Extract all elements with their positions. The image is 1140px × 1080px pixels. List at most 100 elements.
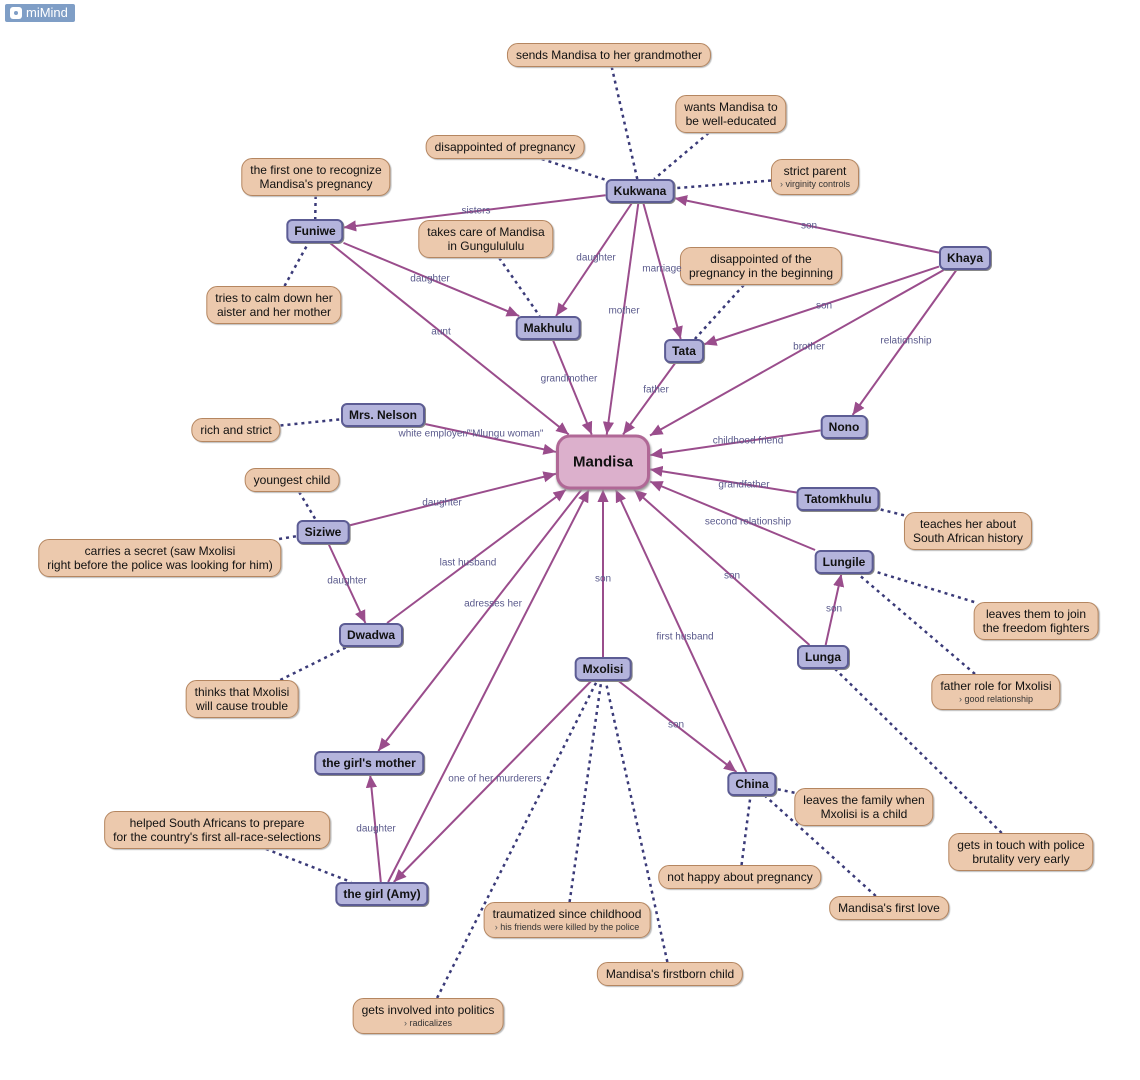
- node-label: father role for Mxolisi: [940, 679, 1052, 693]
- central-topic-node[interactable]: Mandisa: [555, 434, 651, 490]
- edge-label: daughter: [327, 575, 367, 587]
- relation-edge: [343, 241, 520, 317]
- node-sublabel: virginity controls: [780, 178, 850, 190]
- note-node[interactable]: disappointed of pregnancy: [425, 135, 585, 159]
- node-label: South African history: [912, 531, 1024, 545]
- person-node-tatomkhulu[interactable]: Tatomkhulu: [796, 487, 880, 511]
- node-label: disappointed of pregnancy: [434, 140, 576, 154]
- node-sublabel: good relationship: [940, 693, 1051, 705]
- node-label: the freedom fighters: [982, 621, 1090, 635]
- edge-label: aunt: [431, 326, 451, 338]
- relation-edge: [555, 202, 633, 317]
- edge-label: relationship: [880, 335, 932, 347]
- edge-label: son: [800, 220, 818, 232]
- note-edge: [283, 242, 310, 287]
- note-node[interactable]: strict parentvirginity controls: [770, 159, 860, 195]
- app-name: miMind: [26, 5, 68, 20]
- edge-label: second relationship: [704, 516, 792, 528]
- note-node[interactable]: Mandisa's first love: [829, 896, 949, 920]
- node-label: carries a secret (saw Mxolisi: [84, 544, 236, 558]
- node-label: be well-educated: [685, 114, 777, 128]
- person-node-dwadwa[interactable]: Dwadwa: [338, 623, 404, 647]
- relation-edge: [649, 269, 945, 437]
- node-sublabel: his friends were killed by the police: [493, 921, 642, 933]
- relation-edge: [851, 269, 958, 416]
- person-node-lungile[interactable]: Lungile: [814, 550, 874, 574]
- note-node[interactable]: Mandisa's firstborn child: [596, 962, 744, 986]
- relation-edge: [424, 422, 557, 455]
- person-node-nono[interactable]: Nono: [820, 415, 868, 439]
- note-edge: [693, 284, 745, 340]
- edge-label: marriage: [642, 263, 682, 275]
- node-label: Kukwana: [613, 184, 667, 198]
- node-label: Makhulu: [523, 321, 573, 335]
- note-node[interactable]: traumatized since childhoodhis friends w…: [483, 902, 651, 938]
- node-label: the girl's mother: [322, 756, 416, 770]
- person-node-khaya[interactable]: Khaya: [938, 246, 992, 270]
- node-label: Mandisa's first love: [838, 901, 940, 915]
- edge-label: daughter: [356, 823, 396, 835]
- note-edge: [278, 534, 297, 541]
- node-label: not happy about pregnancy: [667, 870, 813, 884]
- node-label: in Gungulululu: [447, 239, 525, 253]
- person-node-makhulu[interactable]: Makhulu: [515, 316, 581, 340]
- edge-label: daughter: [576, 252, 616, 264]
- node-label: gets in touch with police: [957, 838, 1085, 852]
- app-logo[interactable]: miMind: [5, 4, 75, 22]
- person-node-china[interactable]: China: [727, 772, 777, 796]
- note-node[interactable]: gets involved into politicsradicalizes: [352, 998, 504, 1034]
- note-node[interactable]: not happy about pregnancy: [658, 865, 822, 889]
- relation-edge: [614, 489, 748, 773]
- note-node[interactable]: father role for Mxolisigood relationship: [931, 674, 1061, 710]
- relation-edge: [552, 339, 593, 435]
- node-label: Lunga: [805, 650, 841, 664]
- node-label: will cause trouble: [195, 699, 289, 713]
- person-node-siziwe[interactable]: Siziwe: [296, 520, 350, 544]
- note-edge: [740, 795, 752, 866]
- node-label: Mrs. Nelson: [348, 408, 418, 422]
- person-node-mrsnelson[interactable]: Mrs. Nelson: [340, 403, 426, 427]
- node-label: gets involved into politics: [361, 1003, 495, 1017]
- edge-label: one of her murderers: [448, 773, 542, 785]
- note-node[interactable]: youngest child: [244, 468, 340, 492]
- note-edge: [280, 418, 342, 427]
- person-node-amy[interactable]: the girl (Amy): [335, 882, 429, 906]
- person-node-mxolisi[interactable]: Mxolisi: [574, 657, 632, 681]
- node-label: brutality very early: [972, 852, 1070, 866]
- note-node[interactable]: sends Mandisa to her grandmother: [506, 43, 712, 67]
- note-edge: [674, 179, 772, 190]
- node-label: wants Mandisa to: [684, 100, 778, 114]
- note-node[interactable]: rich and strict: [191, 418, 281, 442]
- node-label: Siziwe: [304, 525, 342, 539]
- relation-edge: [349, 471, 557, 527]
- node-label: Mandisa's pregnancy: [259, 177, 373, 191]
- edge-label: son: [594, 573, 612, 585]
- node-label: pregnancy in the beginning: [688, 266, 834, 280]
- relation-edge: [329, 242, 570, 436]
- edge-label: mother: [608, 305, 640, 317]
- node-label: aister and her mother: [216, 305, 332, 319]
- person-node-funiwe[interactable]: Funiwe: [286, 219, 344, 243]
- note-edge: [873, 569, 975, 604]
- person-node-lunga[interactable]: Lunga: [797, 645, 849, 669]
- person-node-kukwana[interactable]: Kukwana: [605, 179, 675, 203]
- node-label: leaves them to join: [985, 607, 1087, 621]
- person-node-girlsmother[interactable]: the girl's mother: [314, 751, 424, 775]
- note-edge: [653, 132, 710, 180]
- edge-label: daughter: [410, 273, 450, 285]
- relation-edge: [649, 480, 816, 551]
- person-node-tata[interactable]: Tata: [664, 339, 704, 363]
